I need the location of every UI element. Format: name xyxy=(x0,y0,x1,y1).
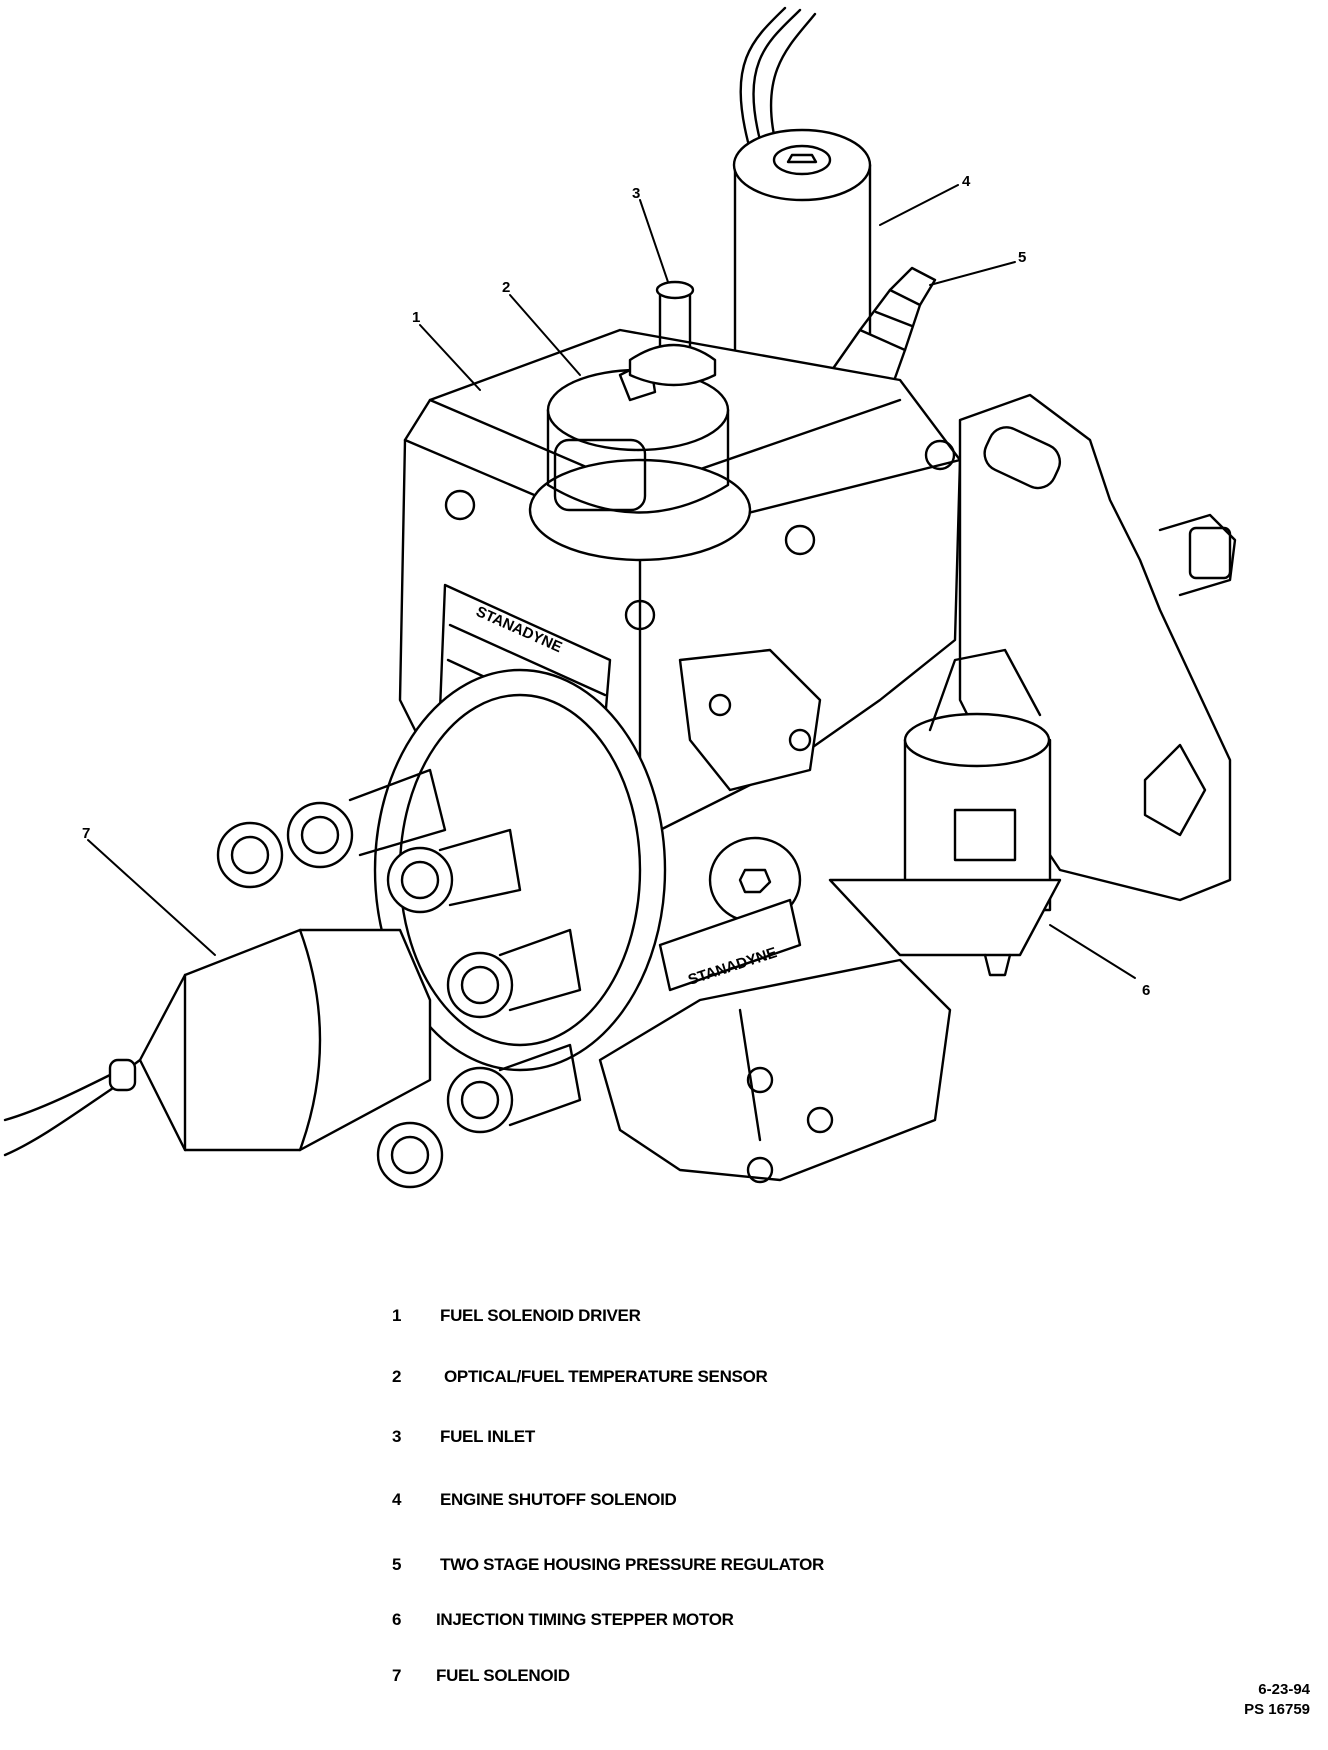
legend-label: INJECTION TIMING STEPPER MOTOR xyxy=(436,1610,734,1629)
leader-lines xyxy=(87,184,1136,979)
callout-6: 6 xyxy=(1142,982,1150,999)
legend-number: 7 xyxy=(392,1666,402,1685)
fuel-solenoid-wires xyxy=(3,1058,137,1157)
legend-label: OPTICAL/FUEL TEMPERATURE SENSOR xyxy=(444,1367,768,1386)
legend-number: 3 xyxy=(392,1427,402,1446)
fuel-inlet xyxy=(628,280,717,387)
access-cover xyxy=(678,648,822,924)
callout-5: 5 xyxy=(1018,249,1026,266)
lower-housing xyxy=(598,958,952,1184)
fuel-injection-pump-illustration: STANADYNE STANADYNE xyxy=(3,6,1237,1189)
callout-numbers: 1 2 3 4 5 6 7 xyxy=(82,173,1150,999)
legend-label: FUEL INLET xyxy=(440,1427,535,1446)
legend-number: 2 xyxy=(392,1367,402,1386)
legend-number: 5 xyxy=(392,1555,402,1574)
callout-3: 3 xyxy=(632,185,640,202)
legend-number: 4 xyxy=(392,1490,402,1509)
solenoid-wires xyxy=(739,6,817,144)
callout-2: 2 xyxy=(502,279,510,296)
drawing-number: PS 16759 xyxy=(1244,1701,1310,1718)
delivery-fittings xyxy=(216,768,582,1189)
legend-label: ENGINE SHUTOFF SOLENOID xyxy=(440,1490,677,1509)
legend-number: 1 xyxy=(392,1306,402,1325)
drawing-date: 6-23-94 xyxy=(1258,1681,1310,1698)
legend-label: TWO STAGE HOUSING PRESSURE REGULATOR xyxy=(440,1555,825,1574)
fuel-solenoid xyxy=(118,928,432,1152)
legend-label: FUEL SOLENOID xyxy=(436,1666,570,1685)
stepper-motor xyxy=(828,648,1062,977)
legend-label: FUEL SOLENOID DRIVER xyxy=(440,1306,641,1325)
callout-4: 4 xyxy=(962,173,971,190)
callout-7: 7 xyxy=(82,825,90,842)
legend-number: 6 xyxy=(392,1610,402,1629)
temperature-sensor xyxy=(528,358,752,562)
callout-1: 1 xyxy=(412,309,420,326)
